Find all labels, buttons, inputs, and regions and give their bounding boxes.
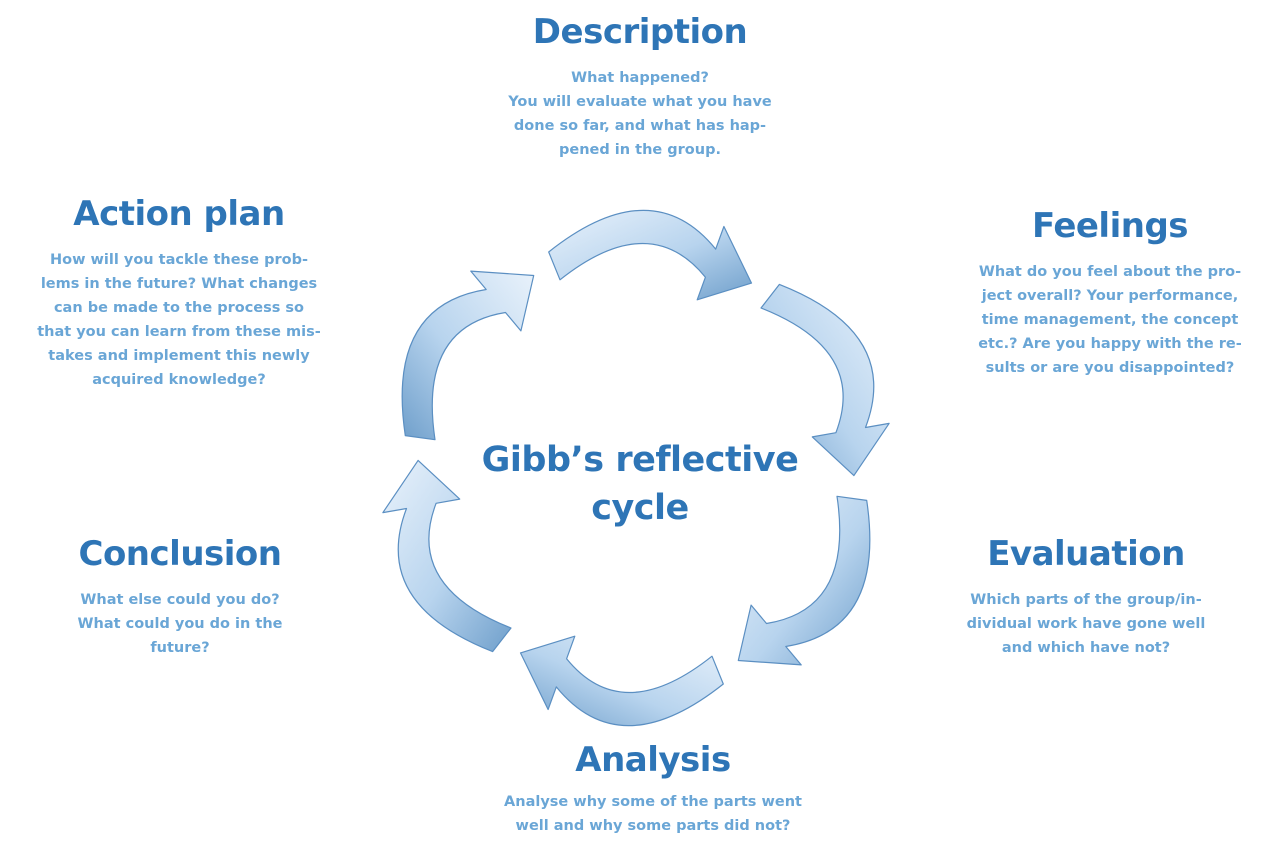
stage-feelings-line: time management, the concept: [981, 312, 1239, 328]
stage-action-plan-line: How will you tackle these prob-: [50, 252, 308, 268]
stage-feelings: Feelings What do you feel about the pro-…: [930, 206, 1279, 380]
stage-feelings-line: What do you feel about the pro-: [978, 264, 1242, 280]
stage-evaluation-text: Which parts of the group/in- dividual wo…: [906, 588, 1266, 660]
stage-analysis: Analysis Analyse why some of the parts w…: [453, 740, 853, 838]
stage-description-line: pened in the group.: [559, 142, 721, 158]
stage-evaluation-line: Which parts of the group/in-: [970, 592, 1202, 608]
stage-evaluation-line: and which have not?: [1001, 640, 1171, 656]
arrow-description-to-feelings: [548, 209, 753, 301]
stage-analysis-title: Analysis: [575, 740, 731, 780]
arrow-conclusion-to-action-plan: [382, 459, 512, 653]
stage-evaluation-line: dividual work have gone well: [966, 616, 1206, 632]
stage-feelings-line: ject overall? Your performance,: [981, 288, 1239, 304]
arrow-evaluation-to-analysis: [737, 495, 871, 666]
stage-conclusion-text: What else could you do? What could you d…: [0, 588, 360, 660]
stage-conclusion: Conclusion What else could you do? What …: [0, 534, 360, 660]
stage-conclusion-line: What else could you do?: [80, 592, 280, 608]
arrow-analysis-to-conclusion: [519, 635, 724, 727]
diagram-title-line-1: Gibb’s reflective: [481, 440, 799, 480]
stage-feelings-text: What do you feel about the pro- ject ove…: [930, 260, 1279, 380]
stage-action-plan: Action plan How will you tackle these pr…: [0, 194, 358, 392]
arrow-feelings-to-evaluation: [760, 283, 890, 477]
stage-analysis-text: Analyse why some of the parts went well …: [453, 790, 853, 838]
stage-conclusion-line: future?: [150, 640, 210, 656]
arrow-layer: [382, 209, 890, 727]
stage-action-plan-title: Action plan: [73, 194, 285, 234]
stage-conclusion-title: Conclusion: [78, 534, 282, 574]
stage-conclusion-line: What could you do in the: [77, 616, 283, 632]
stage-action-plan-line: takes and implement this newly: [48, 348, 310, 364]
stage-action-plan-line: lems in the future? What changes: [40, 276, 318, 292]
stage-evaluation-title: Evaluation: [987, 534, 1185, 574]
stage-description: Description What happened? You will eval…: [460, 12, 820, 162]
stage-analysis-line: Analyse why some of the parts went: [504, 794, 802, 810]
stage-description-line: What happened?: [571, 70, 709, 86]
stage-feelings-line: etc.? Are you happy with the re-: [978, 336, 1242, 352]
stage-action-plan-line: can be made to the process so: [53, 300, 305, 316]
diagram-title-line-2: cycle: [591, 488, 689, 528]
stage-description-title: Description: [532, 12, 748, 52]
diagram-title: Gibb’s reflective cycle: [440, 436, 840, 532]
arrow-action-plan-to-description: [401, 270, 535, 441]
stage-description-line: You will evaluate what you have: [508, 94, 772, 110]
stage-evaluation: Evaluation Which parts of the group/in- …: [906, 534, 1266, 660]
stage-action-plan-line: that you can learn from these mis-: [37, 324, 321, 340]
stage-feelings-title: Feelings: [1031, 206, 1189, 246]
stage-analysis-line: well and why some parts did not?: [515, 818, 791, 834]
stage-action-plan-line: acquired knowledge?: [92, 372, 266, 388]
stage-description-line: done so far, and what has hap-: [513, 118, 767, 134]
stage-feelings-line: sults or are you disappointed?: [985, 360, 1235, 376]
stage-action-plan-text: How will you tackle these prob- lems in …: [0, 248, 358, 392]
stage-description-text: What happened? You will evaluate what yo…: [460, 66, 820, 162]
